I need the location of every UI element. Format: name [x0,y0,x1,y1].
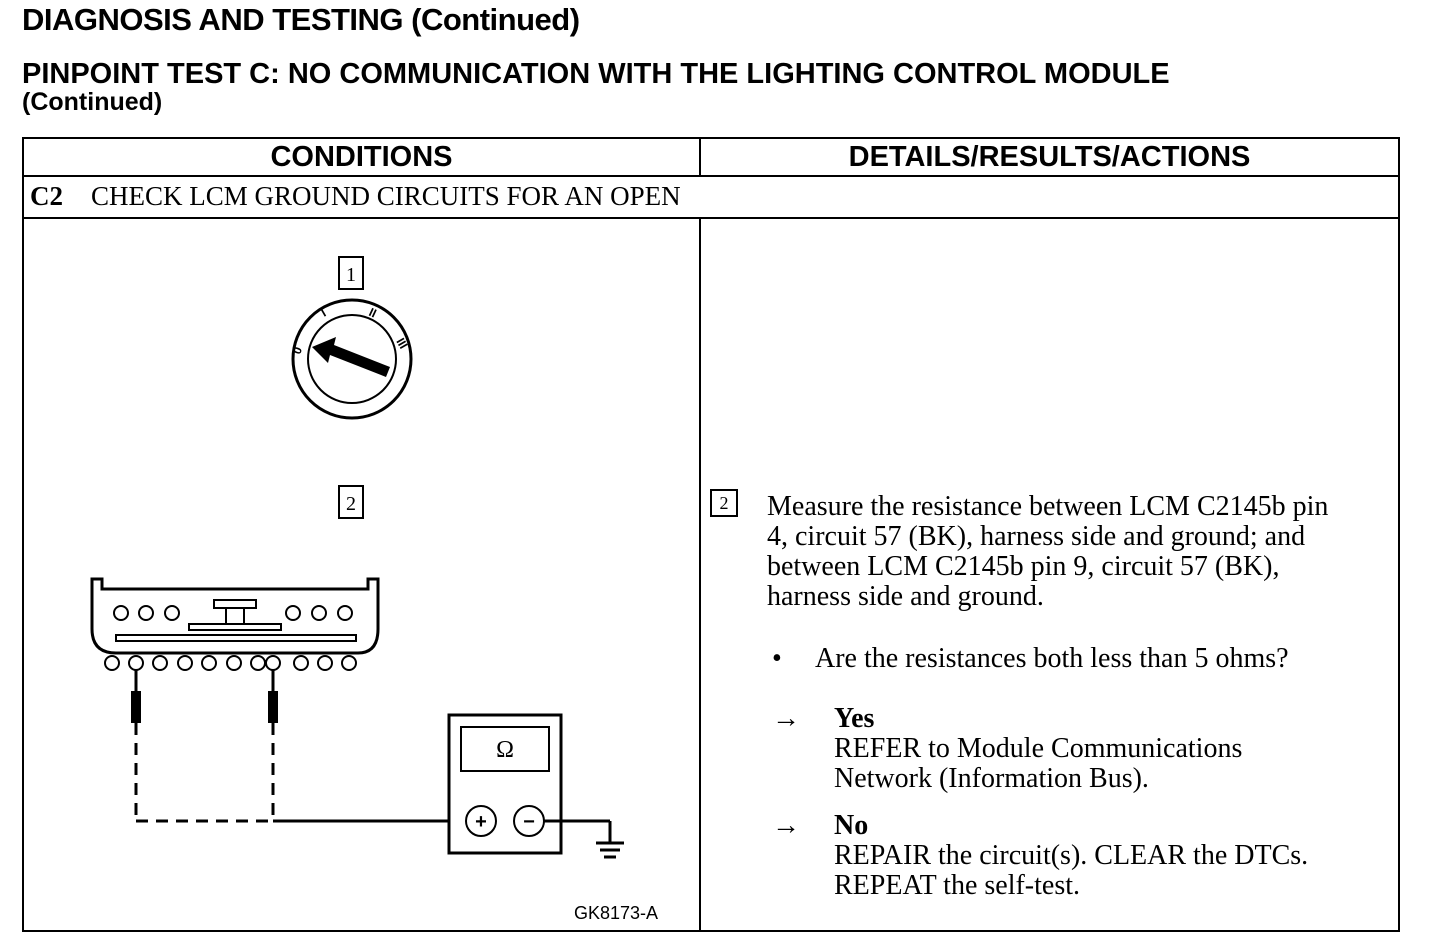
instruction-line: between LCM C2145b pin 9, circuit 57 (BK… [767,551,1280,582]
meter-minus-jack: − [523,811,535,833]
details-header: DETAILS/RESULTS/ACTIONS [848,141,1251,173]
yes-action-line: REFER to Module Communications [834,733,1243,764]
page-title: DIAGNOSIS AND TESTING (Continued) [22,2,580,37]
no-action-line: REPAIR the circuit(s). CLEAR the DTCs. [834,840,1309,871]
pinpoint-test-table: CONDITIONS DETAILS/RESULTS/ACTIONS C2 CHE… [22,137,1400,932]
instruction-line: 4, circuit 57 (BK), harness side and gro… [767,521,1306,552]
ignition-off-label: 0 [290,345,306,356]
yes-action-line: Network (Information Bus). [834,763,1149,794]
meter-plus-jack: + [475,811,487,833]
step-marker-2-label: 2 [346,493,356,515]
header-divider [24,175,1398,177]
ignition-acc-label: I [319,306,329,320]
step-marker-2: 2 [338,485,364,519]
ignition-switch-icon: 0 I II III [290,298,413,420]
instruction-line: harness side and ground. [767,581,1044,612]
yes-result: Yes REFER to Module Communications Netwo… [834,704,1242,794]
ignition-run-label: II [367,305,379,321]
test-probe-pin-4 [131,670,141,821]
step-id: C2 [30,181,63,211]
step-title: CHECK LCM GROUND CIRCUITS FOR AN OPEN [91,181,681,211]
test-diagram: 1 0 I II III 2 [90,256,658,923]
body-column-divider [699,217,701,932]
step-divider [24,217,1398,219]
ohmmeter-icon: Ω + − [447,713,563,855]
test-title-continued: (Continued) [22,88,163,116]
header-column-divider [699,139,701,175]
question-bullet: • [772,643,782,674]
ohm-symbol: Ω [496,737,514,763]
question-text: Are the resistances both less than 5 ohm… [815,643,1289,674]
yes-arrow-icon: → [772,703,800,734]
test-probe-pin-9 [268,670,278,821]
figure-code: GK8173-A [574,903,658,923]
no-arrow-icon: → [772,810,800,841]
instruction-text: Measure the resistance between LCM C2145… [767,492,1328,612]
test-title: PINPOINT TEST C: NO COMMUNICATION WITH T… [22,58,1170,90]
step-row: C2 CHECK LCM GROUND CIRCUITS FOR AN OPEN [30,181,681,212]
step-marker-1: 1 [338,256,364,290]
no-action-line: REPEAT the self-test. [834,870,1081,901]
no-label: No [834,810,869,841]
yes-label: Yes [834,703,875,734]
lcm-connector-c2145b [90,577,380,671]
step-marker-1-label: 1 [346,264,356,286]
instruction-line: Measure the resistance between LCM C2145… [767,491,1329,522]
no-result: No REPAIR the circuit(s). CLEAR the DTCs… [834,811,1308,901]
conditions-header: CONDITIONS [270,141,453,173]
details-step-marker: 2 [710,489,738,517]
ground-icon [596,821,624,859]
